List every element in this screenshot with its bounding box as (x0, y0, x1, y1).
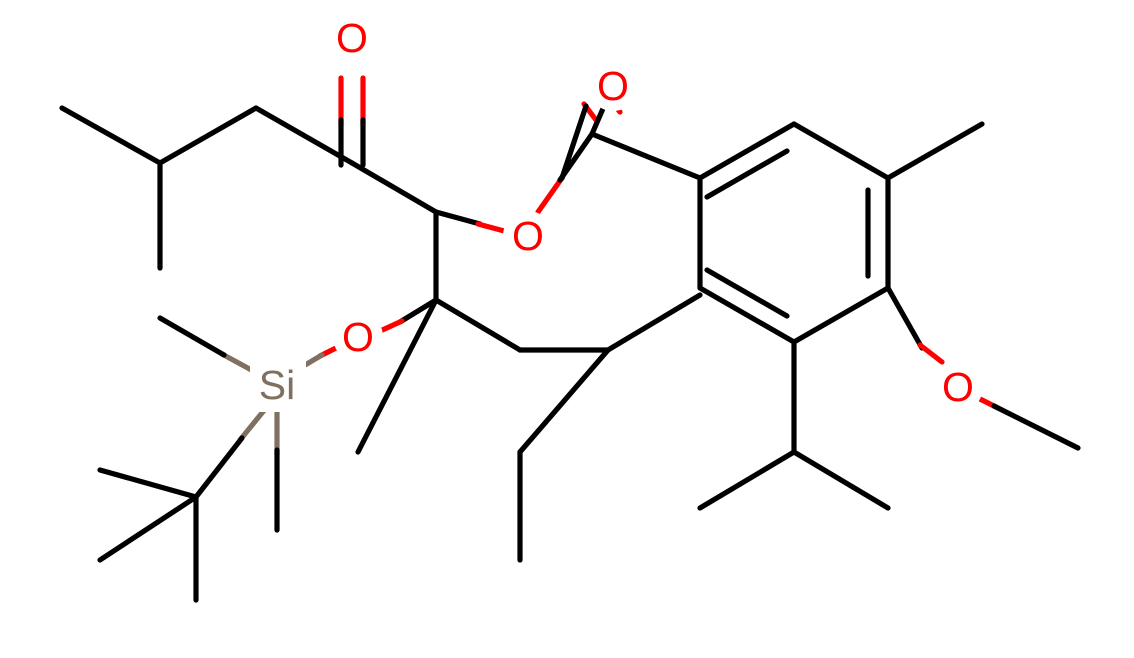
bond-c-c (697, 449, 797, 511)
bond-double-co-black-a (559, 103, 589, 181)
label-halo (503, 211, 553, 261)
aryl-methoxy-group (885, 285, 1081, 451)
bond-aromatic (697, 285, 797, 345)
silicon-substituents (157, 315, 280, 533)
bond-c-c (433, 297, 523, 353)
bond-aromatic (791, 121, 891, 181)
bond-c-c (97, 494, 199, 563)
bond-c-o-black (397, 297, 439, 325)
bond-c-c (885, 121, 985, 181)
bond-c-c (791, 449, 891, 511)
label-halo (250, 360, 306, 412)
bond-si-c-tbu-cont (193, 435, 245, 500)
bond-o-methyl-black (991, 403, 1081, 451)
atom-label-oxygen-ester-carbonyl: O (597, 63, 629, 109)
atom-label-silicon: Si (259, 362, 295, 408)
bond-aromatic-inner (704, 148, 790, 200)
bond-c-c (605, 292, 703, 353)
bond-c-c (349, 160, 439, 215)
bond-c-c (157, 105, 259, 166)
right-alkyl-fragment (355, 121, 985, 563)
atom-label-oxygen-aryl-methoxy: O (942, 364, 974, 410)
bond-aryl-o-red (917, 342, 945, 365)
left-alkyl-fragment (59, 105, 355, 271)
label-halo (333, 312, 383, 362)
label-halo (327, 13, 377, 63)
bond-si-c-b-cont (157, 315, 227, 358)
bond-c-aryl (589, 131, 703, 181)
bond-aromatic-inner (704, 267, 790, 319)
core-chain (349, 160, 703, 353)
label-halo (588, 61, 638, 111)
atom-label-group: O O O O O Si (250, 13, 983, 412)
bond-c-c (59, 105, 163, 166)
bond-aromatic (791, 285, 891, 345)
bond-c-c (355, 297, 439, 455)
atom-label-oxygen-ketone: O (336, 15, 368, 61)
aromatic-ring (697, 121, 891, 345)
bond-o-c-red (535, 175, 565, 215)
atom-label-oxygen-silyl-ether: O (342, 314, 374, 360)
bond-c-c (97, 467, 199, 500)
bond-c-c (253, 105, 355, 166)
bond-c-c (517, 347, 611, 455)
bond-c-o-red (475, 221, 511, 235)
bond-si-c-b (219, 351, 258, 375)
bond-si-c-tbu (237, 405, 269, 443)
tert-butyl-on-silicon (97, 467, 199, 603)
bond-c-o-black (433, 209, 483, 227)
bond-aryl-o-black (885, 285, 925, 351)
ketone-group (338, 75, 366, 168)
atom-label-oxygen-ester-ether: O (512, 213, 544, 259)
bond-aromatic (697, 121, 797, 181)
label-halo (933, 362, 983, 412)
